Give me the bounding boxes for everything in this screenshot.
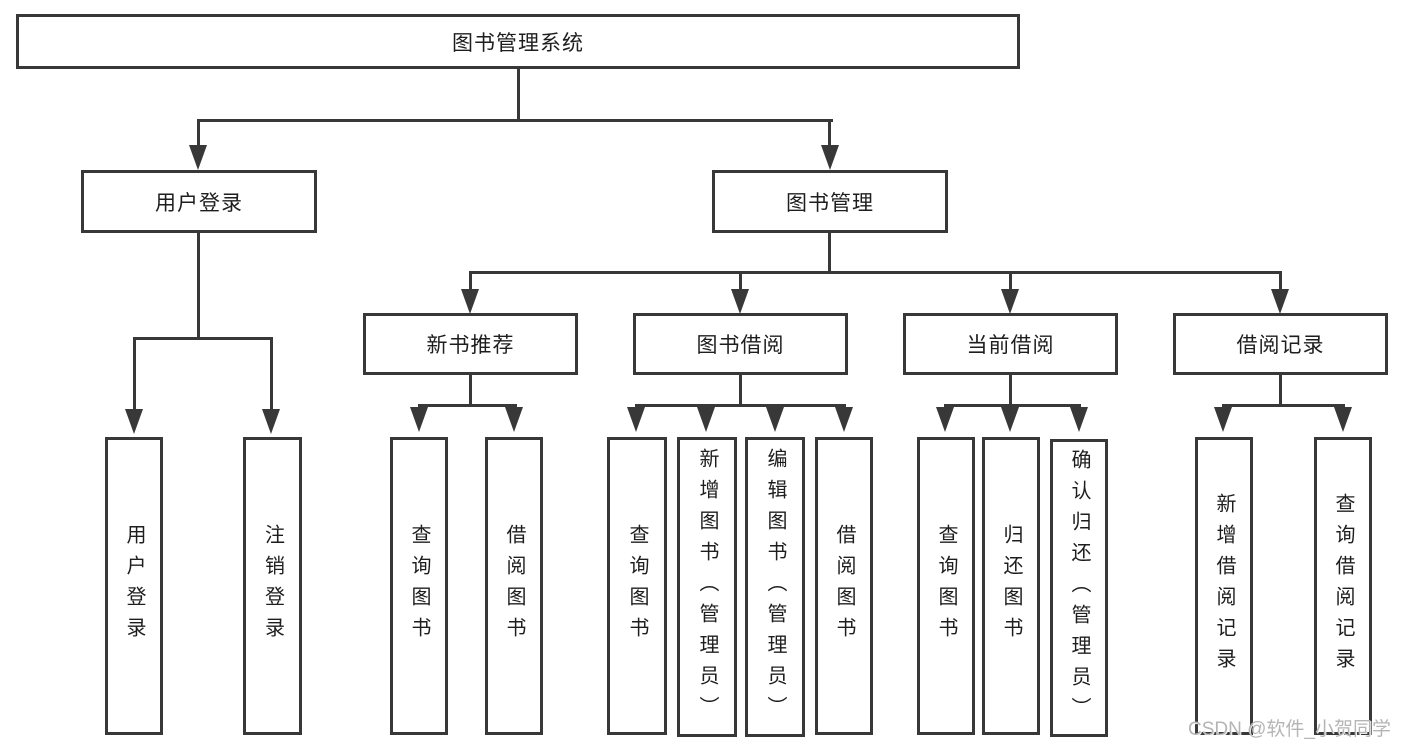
arrow-down-icon <box>1334 407 1352 432</box>
connector-line <box>197 119 200 148</box>
node-new-book-recommend: 新书推荐 <box>363 313 578 375</box>
connector-line <box>739 375 742 406</box>
leaf-borrow-books-recommend: 借阅图书 <box>485 437 543 735</box>
node-book-borrow: 图书借阅 <box>633 313 848 375</box>
arrow-down-icon <box>835 407 853 432</box>
connector-line <box>1009 375 1012 406</box>
arrow-down-icon <box>1001 407 1019 432</box>
leaf-borrow-books-recommend-label: 借阅图书 <box>503 524 525 648</box>
connector-line <box>1279 271 1282 291</box>
connector-line <box>197 119 833 122</box>
arrow-down-icon <box>766 407 784 432</box>
leaf-query-books-borrow-label: 查询图书 <box>626 524 648 648</box>
connector-line <box>418 404 517 407</box>
node-root: 图书管理系统 <box>16 14 1020 69</box>
arrow-down-icon <box>627 407 645 432</box>
leaf-query-borrow-record: 查询借阅记录 <box>1314 437 1372 735</box>
leaf-confirm-return-admin-label: 确认归还（管理员） <box>1068 448 1090 728</box>
connector-line <box>1009 271 1012 291</box>
leaf-logout-label: 注销登录 <box>261 524 284 648</box>
leaf-return-books: 归还图书 <box>982 437 1040 735</box>
arrow-down-icon <box>410 407 428 432</box>
arrow-down-icon <box>125 409 143 434</box>
connector-line <box>828 119 831 148</box>
arrow-down-icon <box>505 407 523 432</box>
leaf-borrow-books-borrow: 借阅图书 <box>815 437 873 735</box>
node-book-borrow-label: 图书借阅 <box>696 334 785 357</box>
leaf-confirm-return-admin: 确认归还（管理员） <box>1050 439 1108 737</box>
leaf-add-borrow-record-label: 新增借阅记录 <box>1213 493 1235 679</box>
connector-line <box>270 337 273 411</box>
leaf-query-books-current: 查询图书 <box>917 437 975 735</box>
node-user-login: 用户登录 <box>81 170 317 233</box>
arrow-down-icon <box>1001 289 1019 314</box>
connector-line <box>469 271 1282 274</box>
leaf-logout: 注销登录 <box>243 437 302 735</box>
node-book-management-label: 图书管理 <box>786 191 874 215</box>
arrow-down-icon <box>262 409 280 434</box>
node-root-label: 图书管理系统 <box>452 31 584 55</box>
leaf-add-book-admin: 新增图书（管理员） <box>677 437 737 737</box>
connector-line <box>469 271 472 291</box>
connector-line <box>517 69 520 119</box>
leaf-query-books-recommend-label: 查询图书 <box>408 524 430 648</box>
leaf-user-login: 用户登录 <box>105 437 163 735</box>
connector-line <box>133 337 136 411</box>
leaf-edit-book-admin: 编辑图书（管理员） <box>745 437 805 737</box>
arrow-down-icon <box>1271 289 1289 314</box>
leaf-edit-book-admin-label: 编辑图书（管理员） <box>764 447 786 727</box>
arrow-down-icon <box>189 145 207 170</box>
csdn-watermark: CSDN @软件_小贺同学 <box>1188 719 1391 740</box>
arrow-down-icon <box>1214 407 1232 432</box>
connector-line <box>1222 404 1345 407</box>
node-borrow-records-label: 借阅记录 <box>1236 334 1325 357</box>
node-user-login-label: 用户登录 <box>155 191 243 215</box>
leaf-query-books-recommend: 查询图书 <box>390 437 448 735</box>
connector-line <box>739 271 742 291</box>
connector-line <box>133 337 273 340</box>
node-borrow-records: 借阅记录 <box>1173 313 1388 375</box>
arrow-down-icon <box>697 407 715 432</box>
connector-line <box>635 404 846 407</box>
arrow-down-icon <box>1070 407 1088 432</box>
arrow-down-icon <box>731 289 749 314</box>
connector-line <box>469 375 472 406</box>
node-book-management: 图书管理 <box>712 170 948 233</box>
arrow-down-icon <box>821 145 839 170</box>
leaf-query-borrow-record-label: 查询借阅记录 <box>1332 493 1354 679</box>
leaf-user-login-label: 用户登录 <box>123 524 145 648</box>
leaf-borrow-books-borrow-label: 借阅图书 <box>833 524 855 648</box>
arrow-down-icon <box>936 407 954 432</box>
node-new-book-recommend-label: 新书推荐 <box>426 334 515 357</box>
connector-line <box>1279 375 1282 406</box>
connector-line <box>197 233 200 337</box>
leaf-query-books-current-label: 查询图书 <box>935 524 957 648</box>
node-current-borrow-label: 当前借阅 <box>966 334 1055 357</box>
leaf-return-books-label: 归还图书 <box>1000 524 1022 648</box>
node-current-borrow: 当前借阅 <box>903 313 1118 375</box>
arrow-down-icon <box>461 289 479 314</box>
connector-line <box>944 404 1081 407</box>
leaf-add-borrow-record: 新增借阅记录 <box>1195 437 1253 735</box>
connector-line <box>828 233 831 273</box>
leaf-add-book-admin-label: 新增图书（管理员） <box>696 447 718 727</box>
leaf-query-books-borrow: 查询图书 <box>607 437 667 735</box>
